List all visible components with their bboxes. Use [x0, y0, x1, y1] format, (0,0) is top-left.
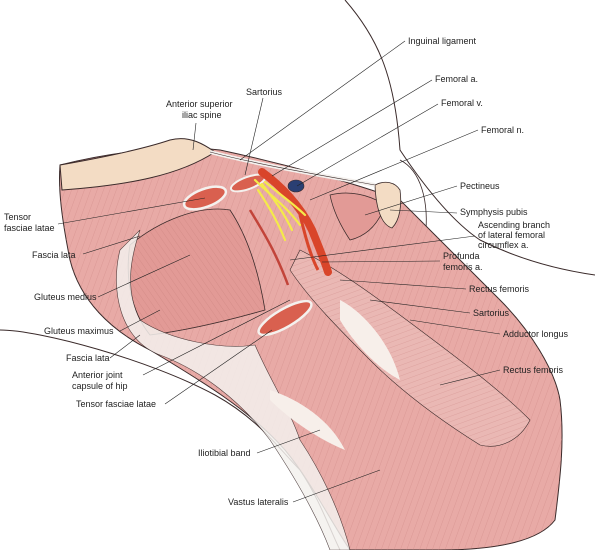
label-femoral-artery: Femoral a. — [435, 74, 478, 84]
torso-outline — [344, 0, 595, 276]
label-ascending-2: of lateral femoral — [478, 230, 545, 240]
profunda-artery — [298, 214, 320, 271]
label-inguinal-ligament: Inguinal ligament — [408, 36, 477, 46]
label-ascending-3: circumflex a. — [478, 240, 529, 250]
label-rectus-femoris-low: Rectus femoris — [503, 365, 564, 375]
label-tfl-bottom: Tensor fasciae latae — [76, 399, 156, 409]
label-fascia-lata-lower: Fascia lata — [66, 353, 110, 363]
femoral-vein — [287, 179, 305, 193]
label-pectineus: Pectineus — [460, 181, 500, 191]
label-tfl-left-1: Tensor — [4, 212, 31, 222]
label-asis-1: Anterior superior — [166, 99, 233, 109]
label-sartorius-top: Sartorius — [246, 87, 283, 97]
label-joint-2: capsule of hip — [72, 381, 128, 391]
label-asis-2: iliac spine — [182, 110, 222, 120]
label-gluteus-maximus: Gluteus maximus — [44, 326, 114, 336]
femoral-nerve — [253, 178, 307, 242]
label-rectus-femoris-mid: Rectus femoris — [469, 284, 530, 294]
label-symphysis-pubis: Symphysis pubis — [460, 207, 528, 217]
label-iliotibial-band: Iliotibial band — [198, 448, 251, 458]
ascending-branch — [248, 209, 290, 286]
label-profunda-2: femoris a. — [443, 262, 483, 272]
iliac-crest — [59, 138, 216, 191]
label-femoral-vein: Femoral v. — [441, 98, 483, 108]
label-gluteus-medius: Gluteus medius — [34, 292, 97, 302]
symphysis-pubis — [374, 181, 402, 229]
label-profunda-1: Profunda — [443, 251, 480, 261]
tfl-cut-lower — [257, 299, 313, 337]
label-joint-1: Anterior joint — [72, 370, 123, 380]
tendon-highlight — [340, 300, 400, 380]
label-sartorius-right: Sartorius — [473, 308, 510, 318]
label-fascia-lata-upper: Fascia lata — [32, 250, 76, 260]
label-femoral-nerve: Femoral n. — [481, 125, 524, 135]
label-tfl-left-2: fasciae latae — [4, 223, 55, 233]
label-vastus-lateralis: Vastus lateralis — [228, 497, 289, 507]
leader-lines — [57, 40, 501, 503]
iliotibial-highlight — [270, 390, 345, 450]
pectineus — [329, 192, 386, 241]
label-adductor-longus: Adductor longus — [503, 329, 569, 339]
label-ascending-1: Ascending branch — [478, 220, 550, 230]
fascia-lata-band — [116, 229, 351, 550]
